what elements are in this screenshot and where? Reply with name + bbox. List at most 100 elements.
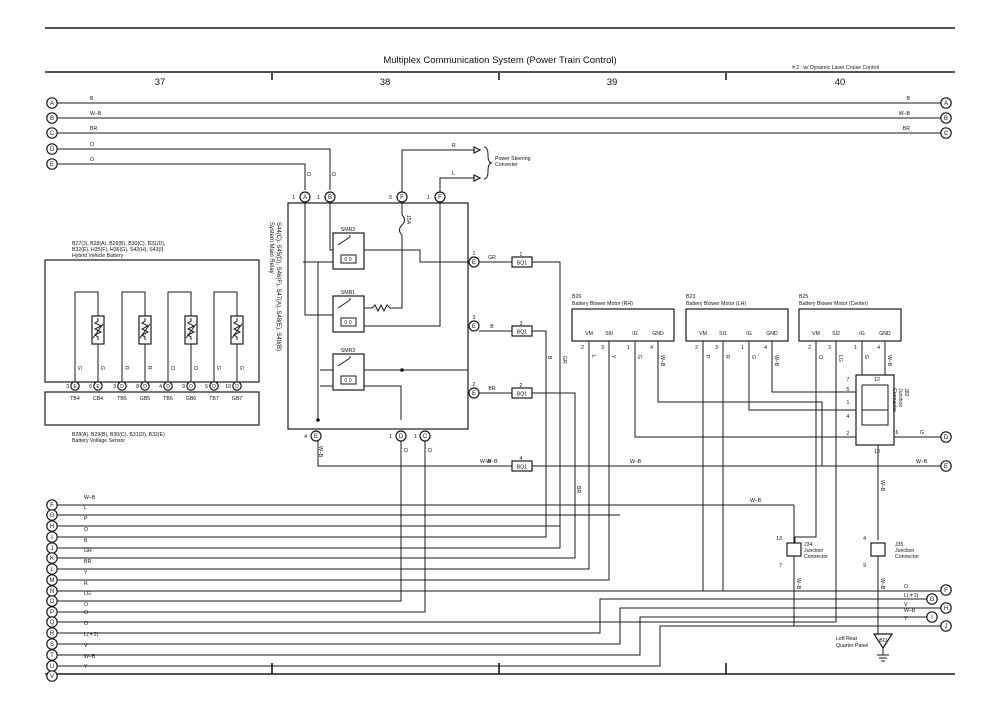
- battery-blower-motor-1: [571, 308, 675, 342]
- wire-color-label: G: [238, 366, 244, 370]
- pin-number: 5: [389, 195, 392, 201]
- left-connector-U: U: [46, 660, 58, 672]
- pin-number: 4: [863, 536, 866, 542]
- connector-letter: E: [472, 260, 476, 266]
- wire-WB-to-BQ1: [317, 441, 512, 467]
- wire-WB-LH: [771, 341, 878, 393]
- wire-BR: [57, 392, 576, 559]
- ps-L-label: L: [452, 171, 455, 177]
- bus-color-label: W–B: [899, 111, 911, 117]
- terminal-label: VM: [585, 331, 593, 337]
- pin-number: 12: [874, 377, 880, 383]
- pin-number: 1: [473, 251, 476, 257]
- pin-number: 1: [520, 252, 523, 258]
- left-connector-B: B: [46, 112, 58, 124]
- sensor-terminal-GB5: D: [140, 381, 150, 391]
- wire-color-label: GR: [488, 255, 496, 261]
- connector-letter: Q: [50, 620, 55, 626]
- wire-WB-RH: [657, 341, 823, 466]
- relay-pin-E2: E: [468, 320, 480, 332]
- wire-color-label: GR: [84, 548, 92, 554]
- sensor-terminal-TB7: D: [209, 381, 219, 391]
- wire-color-label: W–B: [879, 578, 885, 590]
- left-connector-Q: Q: [46, 616, 58, 628]
- pin-number: 3: [113, 384, 116, 390]
- page-title: Multiplex Communication System (Power Tr…: [383, 55, 616, 66]
- left-connector-M: M: [46, 574, 58, 586]
- coil-mark: 0 0: [344, 320, 351, 326]
- battery-blower-motor-2: [685, 308, 789, 342]
- wire-color-label: O: [330, 172, 336, 176]
- right-connector-J: J: [940, 620, 952, 632]
- switch-contact: [337, 298, 351, 309]
- j82-label: J82JunctionConnector: [891, 388, 909, 412]
- wire-color-label: O: [904, 584, 908, 590]
- pin-number: 4: [877, 345, 880, 351]
- connector-letter: F: [438, 195, 442, 201]
- connector-letter: U: [50, 664, 54, 670]
- fuse-label: 15A: [405, 215, 411, 225]
- connector-letter: B: [944, 116, 948, 122]
- pin-number: 4: [650, 345, 653, 351]
- wire-color-label: O: [84, 602, 88, 608]
- wire-color-label: O: [305, 172, 311, 176]
- connector-letter: C: [944, 131, 949, 137]
- wire-color-label: W–B: [916, 459, 928, 465]
- terminal-label: GND: [879, 331, 891, 337]
- wire-WB-I: [57, 616, 927, 656]
- wire-color-label: BR: [488, 386, 495, 392]
- wire-color-label: L(＊2): [904, 593, 919, 599]
- ps-R-label: R: [452, 143, 456, 149]
- wire-color-label: B: [546, 356, 552, 360]
- relay-pin-E1: E: [468, 256, 480, 268]
- relay-internal-wire: [329, 202, 333, 251]
- right-connector-B: B: [940, 112, 952, 124]
- connector-letter: D: [399, 434, 404, 440]
- wire-color-label: Y: [610, 355, 616, 359]
- wire-color-label: W–B: [84, 495, 96, 501]
- pin-number: 5: [205, 384, 208, 390]
- connector-letter: J: [945, 624, 948, 630]
- left-connector-F: F: [46, 499, 58, 511]
- wire-color-label: W–B: [486, 459, 498, 465]
- relay-coil: [340, 375, 357, 385]
- wire-color-label: W–B: [630, 459, 642, 465]
- wire-color-label: R: [146, 366, 152, 370]
- wire-O-relayD: [57, 441, 402, 602]
- left-connector-J: J: [46, 542, 58, 554]
- pin-number: 8: [136, 384, 139, 390]
- connector-letter: P: [50, 610, 54, 616]
- sensor-label: B28(A), B29(B), B30(C), B31(D), B32(E)Ba…: [72, 432, 165, 444]
- connector-letter: D: [212, 384, 216, 390]
- battery-blower-motor-3: [798, 308, 902, 342]
- connector-ring: [310, 430, 322, 442]
- brace: [483, 146, 493, 180]
- wire-LG: [57, 341, 837, 623]
- terminal-name: GB6: [186, 396, 196, 402]
- pin-number: 1: [317, 195, 320, 201]
- blower-name: Battery Blower Motor (RH): [572, 301, 633, 307]
- wire-color-label: O: [817, 355, 823, 359]
- wire-color-label: B: [490, 324, 494, 330]
- wire-color-label: G: [636, 355, 642, 359]
- label-line: B32(E), H35(F), H36(G), S42(H), S43(I): [72, 247, 164, 253]
- wire-color-label: O: [169, 366, 175, 370]
- relay-internal-wire: [304, 202, 333, 316]
- terminal-name: GB5: [140, 396, 150, 402]
- label-line: Quarter Panel: [836, 643, 868, 649]
- connector-letter: E: [314, 434, 318, 440]
- fuse-15a: [399, 214, 405, 236]
- bus-color-label: BR: [903, 126, 910, 132]
- right-connector-C: C: [940, 127, 952, 139]
- wire-color-label: W–B: [904, 608, 916, 614]
- connector-letter: F: [50, 503, 54, 509]
- pin-number: 6: [896, 430, 899, 436]
- bus-color-label: O: [90, 142, 94, 148]
- wire-color-label: LG: [837, 355, 843, 362]
- relay-pin-E3: E: [468, 387, 480, 399]
- relay-internal-wire: [317, 261, 333, 420]
- left-connector-V: V: [46, 670, 58, 682]
- wire-color-label: B: [84, 538, 88, 544]
